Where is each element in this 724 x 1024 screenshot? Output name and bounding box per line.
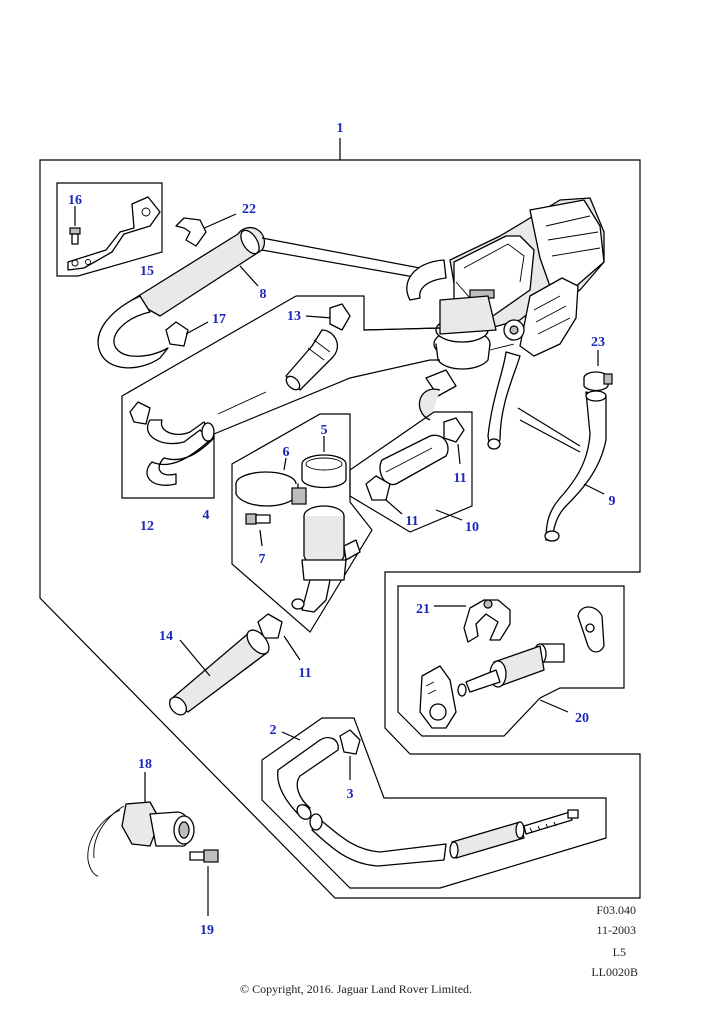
callout-12: 12 [140, 519, 154, 534]
figure-level: L5 [613, 945, 626, 959]
callout-14: 14 [159, 629, 173, 644]
callout-19: 19 [200, 923, 214, 938]
sensor-18 [87, 772, 195, 877]
hose-9 [517, 390, 607, 542]
figure-date: 11-2003 [596, 923, 636, 937]
group-10-outline [349, 411, 473, 533]
callout-21: 21 [416, 602, 430, 617]
copyright-notice: © Copyright, 2016. Jaguar Land Rover Lim… [240, 982, 472, 996]
clamp-6 [235, 457, 307, 507]
callout-16: 16 [68, 193, 82, 208]
figure-code: LL0020B [591, 965, 638, 979]
clip-11-bottom [365, 475, 403, 515]
callout-11-bottom: 11 [405, 514, 418, 529]
fuel-pump-20 [419, 643, 565, 729]
callout-23: 23 [591, 335, 605, 350]
callout-7: 7 [259, 552, 266, 567]
clip-3 [339, 729, 361, 780]
pump-4 [291, 505, 361, 613]
callout-5: 5 [321, 423, 328, 438]
bolt-19 [189, 849, 219, 916]
group-2-outline [261, 717, 607, 889]
clip-11-top [443, 417, 465, 465]
callout-1: 1 [337, 121, 344, 136]
callout-13: 13 [287, 309, 301, 324]
callout-6: 6 [283, 445, 290, 460]
clip-12 [129, 401, 151, 425]
clip-23 [583, 350, 613, 392]
ring-5 [301, 436, 347, 489]
bracket-group-15 [56, 182, 163, 277]
hose-14 [168, 629, 270, 716]
callout-11-top: 11 [453, 471, 466, 486]
group-20-outline [397, 585, 625, 737]
hose-12 [146, 391, 267, 486]
heater-unit [363, 197, 605, 450]
bolt-7 [245, 513, 271, 547]
clip-22 [175, 213, 237, 247]
hose-2-right [309, 809, 579, 867]
callout-3: 3 [347, 787, 354, 802]
group-12-outline [121, 295, 441, 499]
hose-8 [97, 226, 266, 369]
callout-11-pump: 11 [298, 666, 311, 681]
callout-22: 22 [242, 202, 256, 217]
callout-8: 8 [260, 287, 267, 302]
hose-2-left [277, 736, 339, 820]
callout-2: 2 [270, 723, 277, 738]
hose-13-boot [285, 329, 338, 391]
callout-18: 18 [138, 757, 152, 772]
callout-10: 10 [465, 520, 479, 535]
group-4-outline [231, 413, 373, 633]
assembly-outline [39, 138, 641, 899]
clip-17 [165, 321, 209, 347]
callout-4: 4 [203, 508, 210, 523]
clamp-21 [434, 599, 511, 643]
callout-15: 15 [140, 264, 154, 279]
callout-20: 20 [575, 711, 589, 726]
hose-10 [379, 434, 449, 486]
figure-ref: F03.040 [596, 903, 636, 917]
bracket-20-right [577, 606, 605, 653]
clip-13 [305, 303, 351, 331]
screw-16 [69, 206, 81, 245]
callout-17: 17 [212, 312, 226, 327]
callout-9: 9 [609, 494, 616, 509]
